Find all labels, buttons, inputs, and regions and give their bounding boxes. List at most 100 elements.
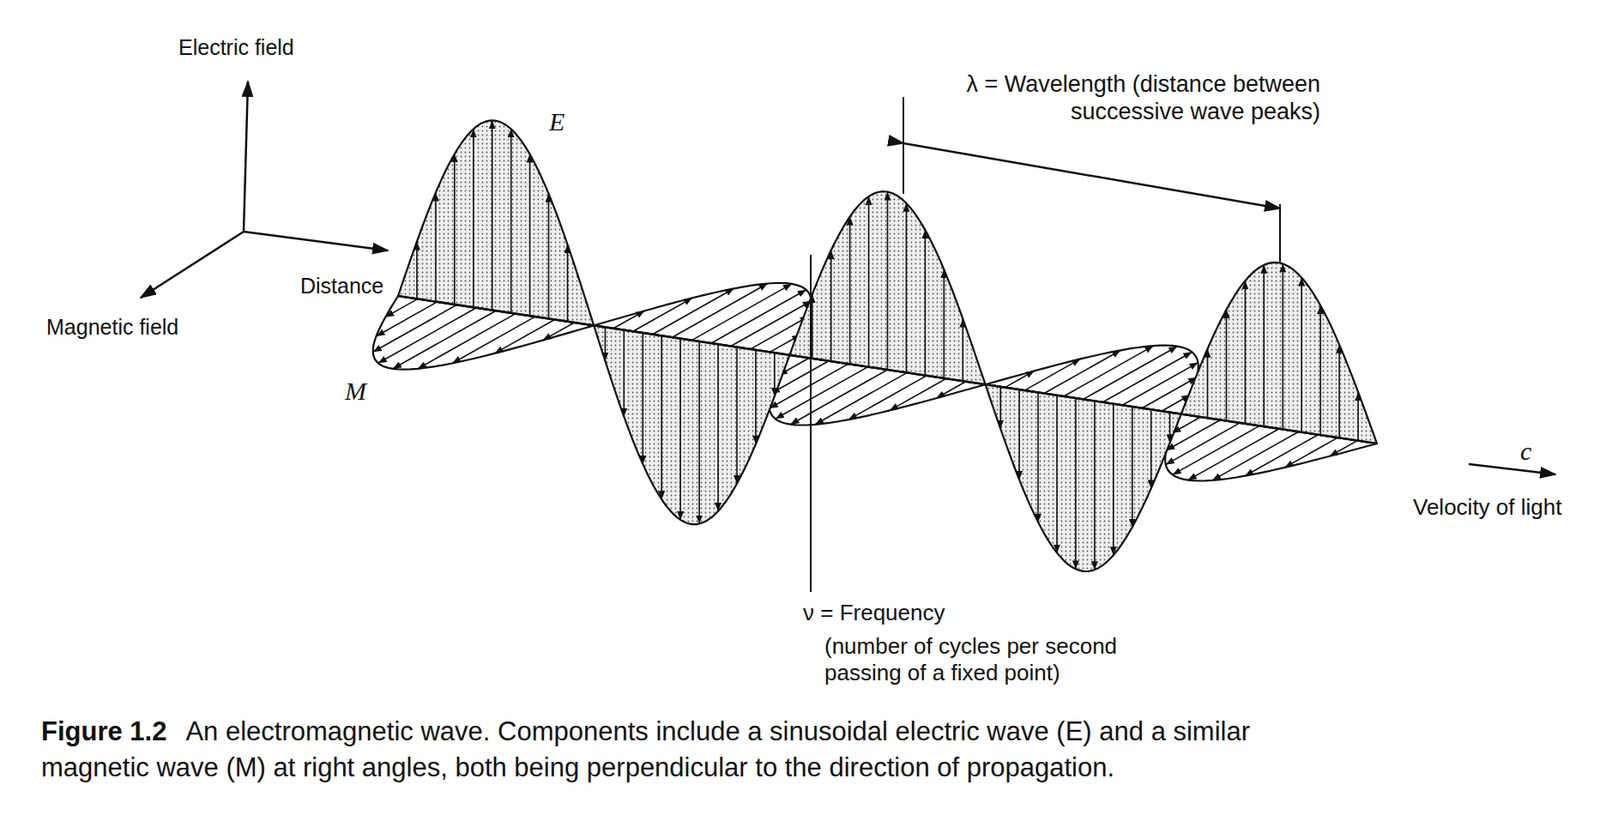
magnetic-field-vector bbox=[1024, 358, 1081, 391]
electric-field-vector bbox=[849, 217, 852, 365]
frequency-line bbox=[809, 254, 812, 592]
propagation-arrow bbox=[1468, 464, 1556, 475]
electric-field-vector bbox=[641, 332, 644, 465]
magnetic-field-vector bbox=[1285, 437, 1339, 468]
electric-field-vector bbox=[1338, 344, 1341, 439]
magnetic-field-vector bbox=[543, 322, 575, 341]
electric-field-vector bbox=[1282, 263, 1285, 429]
axis-label: Magnetic field bbox=[46, 313, 179, 340]
magnetic-field-vector bbox=[1103, 351, 1193, 403]
electric-field-vector bbox=[1225, 309, 1228, 422]
magnetic-field-vector bbox=[775, 367, 869, 420]
electric-field-vector bbox=[1169, 412, 1172, 444]
electric-field-vector bbox=[529, 154, 532, 317]
electric-field-vector bbox=[736, 347, 738, 484]
electric-field-vector bbox=[1263, 265, 1266, 427]
magnetic-field-vector bbox=[1212, 431, 1299, 481]
electric-field-vector bbox=[754, 350, 757, 445]
magnetic-field-vector bbox=[392, 310, 496, 369]
electric-field-vector bbox=[1319, 305, 1322, 435]
magnetic-field-vector bbox=[452, 316, 536, 363]
magnetic-field-vector bbox=[1188, 428, 1280, 481]
axis-label: Electric field bbox=[178, 34, 295, 61]
magnetic-field-vector bbox=[935, 381, 967, 399]
magnetic-field-vector bbox=[652, 288, 735, 334]
electric-field-vector bbox=[887, 192, 889, 371]
electric-field-vector bbox=[962, 319, 965, 382]
electric-field-vector bbox=[943, 269, 946, 379]
wavelength-tick bbox=[902, 96, 905, 194]
magnetic-field-vector bbox=[1004, 370, 1034, 387]
magnetic-field-vector bbox=[1329, 440, 1358, 457]
magnetic-field-vector bbox=[1063, 345, 1154, 397]
figure-caption: Figure 1.2An electromagnetic wave. Compo… bbox=[41, 713, 1267, 786]
magnetic-field-vector bbox=[385, 298, 418, 317]
magnetic-axis bbox=[140, 231, 244, 298]
electric-field-vector bbox=[1357, 392, 1359, 441]
magnetic-field-vector bbox=[633, 297, 693, 332]
magnetic-field-vector bbox=[815, 372, 907, 424]
electric-field-vector bbox=[1300, 277, 1303, 433]
electric-field-vector bbox=[491, 120, 494, 310]
electric-field-vector bbox=[416, 241, 418, 300]
electric-field-vector bbox=[604, 326, 607, 361]
distance-axis bbox=[243, 231, 388, 251]
axis-label: Distance bbox=[300, 272, 384, 299]
electric-field-vector bbox=[698, 341, 701, 525]
velocity-label: Velocity of light bbox=[1412, 494, 1562, 521]
electric-field-vector bbox=[773, 352, 776, 397]
electric-field-vector bbox=[1074, 398, 1077, 569]
magnetic-field-vector bbox=[495, 320, 556, 354]
magnetic-field-vector bbox=[1044, 350, 1121, 393]
frequency-label: ν = Frequency bbox=[803, 599, 945, 627]
magnetic-field-vector bbox=[373, 304, 458, 352]
electric-field-vector bbox=[830, 250, 833, 362]
electric-field-vector bbox=[811, 294, 814, 359]
electric-field-vector bbox=[1018, 389, 1021, 480]
wavelength-arrow bbox=[903, 143, 1280, 209]
wavelength-tick bbox=[1279, 204, 1281, 263]
magnetic-field-vector bbox=[613, 310, 646, 329]
electric-field-vector bbox=[905, 203, 908, 373]
electric-wave-lobe bbox=[593, 325, 790, 525]
electric-wave-lobe bbox=[789, 191, 985, 385]
electric-field-vector bbox=[717, 344, 719, 512]
electric-wave-lobe bbox=[398, 120, 594, 326]
velocity-symbol: c bbox=[1520, 435, 1532, 467]
electric-wave-lobe bbox=[1181, 262, 1377, 444]
electric-field-vector bbox=[510, 128, 513, 313]
electric-field-vector bbox=[567, 244, 569, 322]
electric-field-vector bbox=[1207, 349, 1209, 418]
electric-field-vector bbox=[1244, 280, 1247, 424]
electric-field-vector bbox=[1056, 395, 1058, 554]
wave-symbol: M bbox=[344, 375, 367, 407]
magnetic-field-vector bbox=[790, 369, 888, 425]
electric-field-vector bbox=[434, 193, 437, 302]
magnetic-field-vector bbox=[376, 301, 438, 337]
caption-text: An electromagnetic wave. Components incl… bbox=[41, 716, 1250, 783]
electric-field-vector bbox=[1112, 404, 1115, 556]
magnetic-field-vector bbox=[1172, 425, 1260, 475]
magnetic-field-vector bbox=[848, 375, 927, 420]
electric-field-vector bbox=[472, 128, 475, 308]
propagation-axis bbox=[398, 295, 1377, 444]
electric-field-vector bbox=[1131, 406, 1134, 528]
electric-field-vector bbox=[453, 153, 456, 305]
magnetic-field-vector bbox=[417, 313, 516, 369]
electric-field-vector bbox=[679, 338, 682, 520]
electric-field-vector bbox=[1093, 400, 1096, 570]
electric-field-vector bbox=[660, 335, 663, 500]
electric-field-vector bbox=[999, 386, 1002, 429]
figure-number: Figure 1.2 bbox=[41, 716, 167, 747]
magnetic-field-vector bbox=[691, 283, 792, 341]
electric-field-vector bbox=[622, 330, 625, 417]
electric-axis bbox=[243, 81, 248, 232]
electric-wave-lobe bbox=[985, 384, 1182, 572]
dimension-label: λ = Wavelength (distance between success… bbox=[923, 70, 1321, 127]
electric-field-vector bbox=[868, 196, 870, 368]
magnetic-field-vector bbox=[889, 378, 947, 411]
magnetic-field-vector bbox=[711, 289, 807, 344]
magnetic-field-vector bbox=[378, 307, 477, 364]
frequency-note: (number of cycles per second passing of … bbox=[824, 633, 1146, 687]
